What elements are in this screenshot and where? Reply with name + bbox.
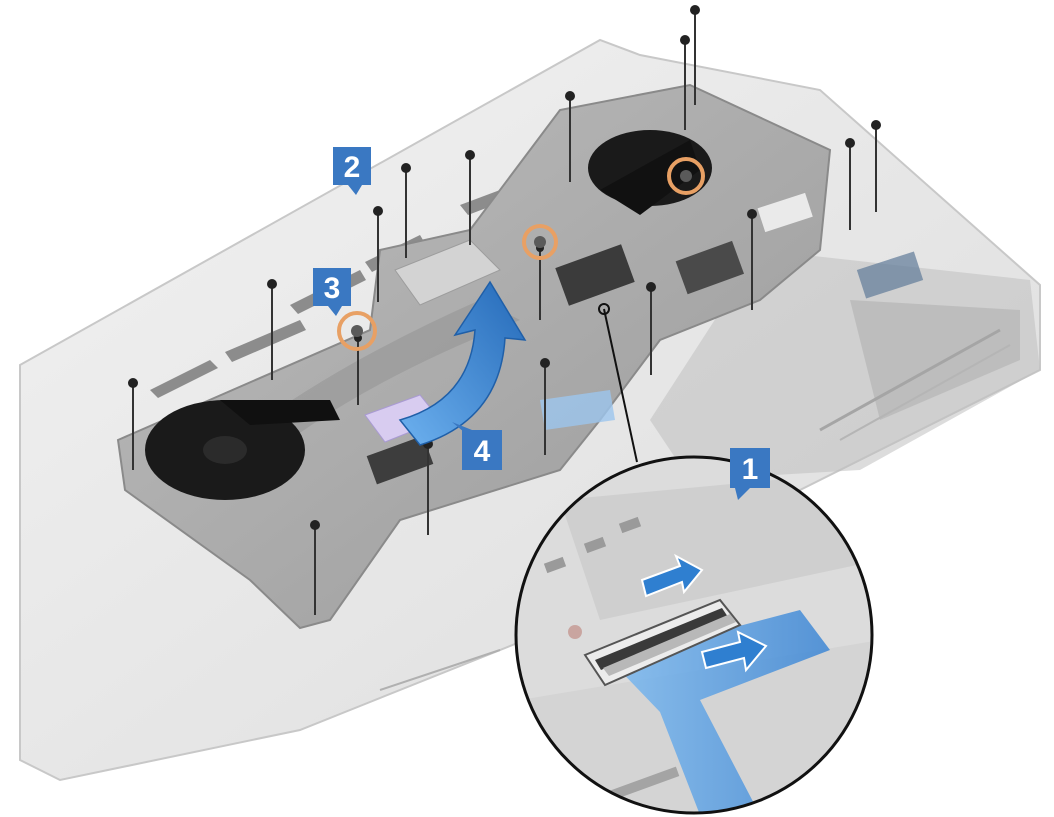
svg-text:3: 3	[324, 272, 341, 305]
fan-left	[145, 400, 340, 500]
captive-screw-ring	[522, 224, 558, 260]
screw-icon	[373, 206, 383, 302]
straight-arrow-icon	[700, 630, 768, 673]
svg-text:4: 4	[474, 435, 491, 468]
zoom-leader-line	[603, 308, 638, 463]
screw-icon	[465, 150, 475, 245]
board-components	[366, 192, 924, 485]
screw-icon	[690, 5, 700, 105]
screws	[128, 5, 881, 615]
flat-cable	[540, 390, 615, 430]
screw-icon	[845, 138, 855, 230]
callout-4: 4	[452, 422, 502, 470]
svg-text:1: 1	[742, 453, 759, 486]
screw-icon	[128, 378, 138, 470]
connector	[583, 598, 742, 687]
screw-icon	[646, 282, 656, 375]
screw-icon	[871, 120, 881, 212]
captive-screw-ring	[337, 311, 377, 351]
screw-icon	[267, 279, 277, 380]
fan-right	[588, 130, 712, 215]
screw-icon	[401, 163, 411, 258]
callout-3: 3	[313, 268, 351, 316]
svg-text:2: 2	[344, 151, 361, 184]
screw-icon	[680, 35, 690, 130]
screw-icon	[310, 520, 320, 615]
captive-screws	[337, 157, 705, 351]
captive-screw-ring	[667, 157, 705, 195]
callout-1: 1	[730, 448, 770, 500]
ribbon-cable	[610, 610, 830, 813]
screw-icon	[747, 209, 757, 310]
callout-2: 2	[333, 147, 371, 195]
screw-icon	[540, 358, 550, 455]
zoom-detail	[514, 455, 874, 815]
screw-icon	[565, 91, 575, 182]
straight-arrow-icon	[640, 553, 704, 598]
